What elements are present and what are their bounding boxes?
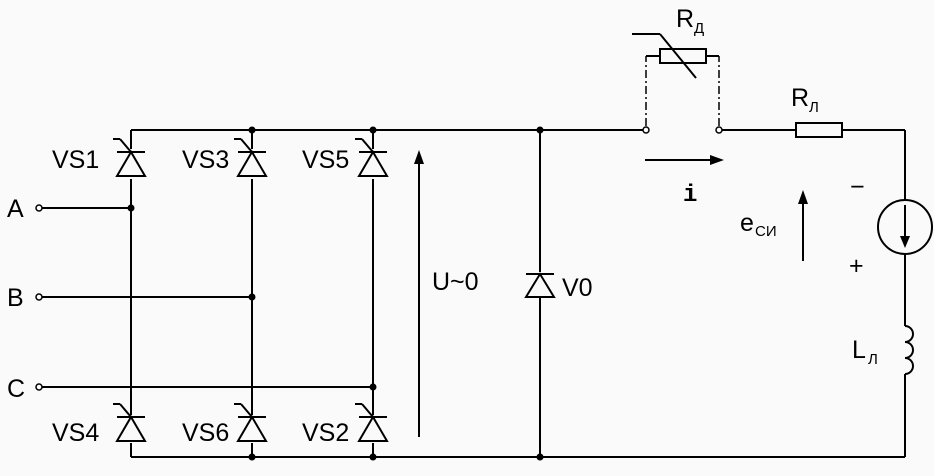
label-vs1: VS1	[52, 146, 99, 174]
emf-source	[877, 199, 933, 255]
thyristor-vs4	[113, 403, 147, 442]
phase-b-terminal	[35, 293, 43, 301]
thyristor-vs1	[113, 138, 147, 177]
voltage-arrow	[414, 150, 424, 437]
junction-dot	[369, 126, 377, 134]
junction-dot	[369, 453, 377, 461]
switch-terminal-left	[642, 126, 650, 134]
emf-arrow	[798, 190, 808, 261]
label-minus: −	[850, 173, 865, 201]
label-phase-c: C	[7, 375, 25, 403]
label-vs6: VS6	[182, 419, 229, 447]
current-arrow	[645, 155, 724, 165]
thyristor-vs6	[234, 403, 268, 442]
label-phase-a: A	[7, 195, 24, 223]
label-vs4: VS4	[52, 419, 99, 447]
diode-v0	[524, 130, 556, 457]
label-ll: L Л	[852, 336, 878, 368]
phase-c-terminal	[35, 383, 43, 391]
junction-dot	[248, 126, 256, 134]
resistor-rl	[795, 122, 843, 138]
label-rl: R Л	[791, 84, 819, 116]
label-v0: V0	[562, 274, 593, 302]
thyristor-vs5	[355, 138, 389, 177]
label-emf: e СИ	[740, 209, 777, 240]
junction-dot	[369, 383, 377, 391]
thyristor-vs3	[234, 138, 268, 177]
junction-dot	[127, 204, 135, 212]
label-phase-b: B	[7, 284, 24, 312]
switch-terminal-right	[715, 126, 723, 134]
resistor-rd-branch	[632, 33, 720, 126]
label-voltage: U~0	[432, 268, 479, 296]
thyristor-vs2	[355, 403, 389, 442]
inductor-ll	[904, 325, 914, 375]
label-vs3: VS3	[182, 146, 229, 174]
label-current: i	[683, 182, 697, 209]
label-vs5: VS5	[302, 146, 349, 174]
label-plus: +	[849, 252, 864, 280]
label-rd: R Д	[676, 5, 704, 37]
junction-dot	[248, 293, 256, 301]
phase-a-terminal	[35, 204, 43, 212]
label-vs2: VS2	[302, 419, 349, 447]
junction-dot	[248, 453, 256, 461]
